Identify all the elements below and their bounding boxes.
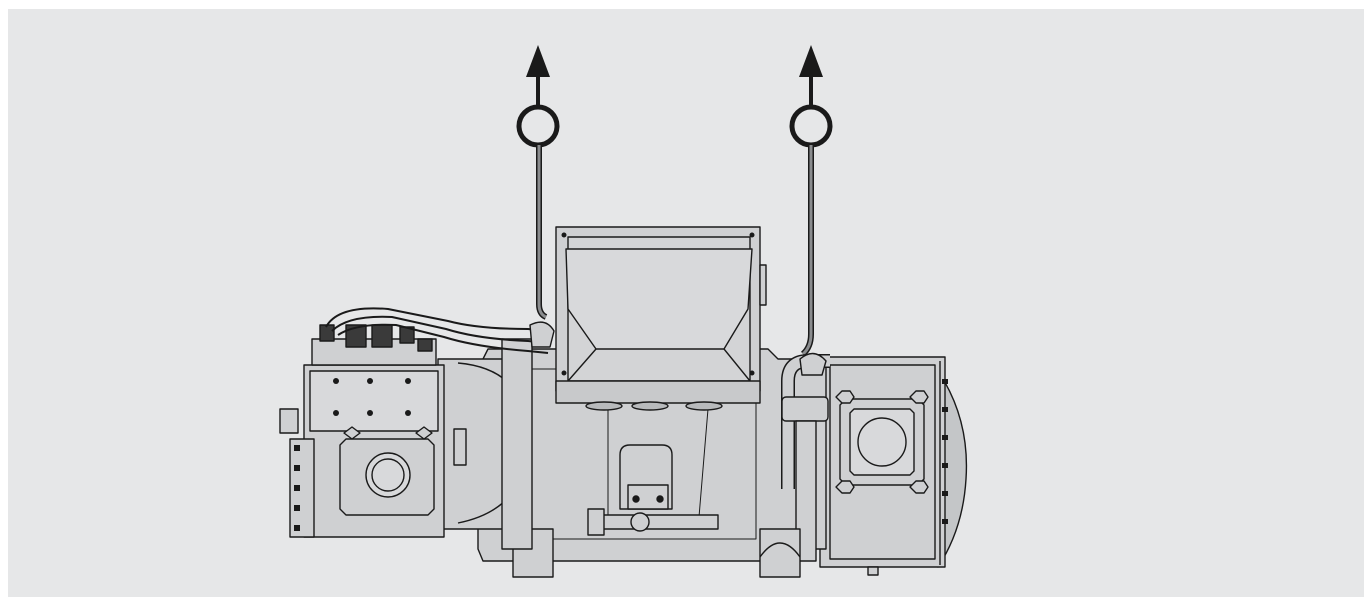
left-mid-body bbox=[437, 358, 509, 530]
left-riser bbox=[501, 338, 533, 550]
left-lifting-sling bbox=[516, 45, 560, 320]
bottom-valve-pipe bbox=[597, 514, 719, 530]
right-lifting-eye bbox=[799, 352, 827, 376]
right-foot bbox=[759, 528, 801, 578]
right-lifting-sling bbox=[789, 45, 833, 357]
pipe-clamp bbox=[781, 396, 829, 422]
compressor-machine bbox=[279, 226, 968, 578]
left-lifting-eye bbox=[529, 321, 555, 348]
left-end-plate bbox=[289, 438, 315, 538]
right-housing-bolts bbox=[942, 379, 948, 524]
right-lift-arrow-icon bbox=[799, 45, 823, 77]
left-lift-arrow-icon bbox=[526, 45, 550, 77]
solenoid-valves bbox=[311, 324, 437, 366]
capillary-tubes bbox=[325, 307, 549, 332]
illustration-panel bbox=[8, 9, 1364, 597]
